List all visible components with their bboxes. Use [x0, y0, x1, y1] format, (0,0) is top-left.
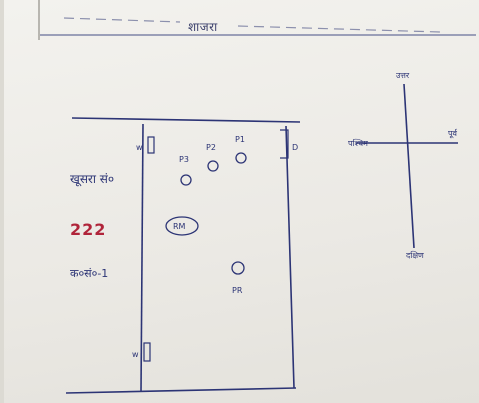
point-p2-circle — [207, 160, 219, 172]
compass-south-label: दक्षिण — [406, 250, 424, 260]
rm-ellipse — [165, 216, 199, 236]
bottom-boundary-line — [65, 387, 297, 394]
door-marker — [280, 129, 289, 159]
point-p2-label: P2 — [206, 143, 216, 152]
compass-east-label: पूर्व — [448, 128, 458, 139]
window-bottom-label: w — [132, 350, 139, 359]
point-p1-label: P1 — [235, 135, 245, 144]
plot-number-value: 222 — [70, 220, 107, 239]
pr-label: PR — [232, 286, 243, 295]
header-dashes — [63, 17, 441, 33]
window-bottom-marker — [143, 342, 151, 362]
point-p1-circle — [235, 152, 247, 164]
header-band — [40, 10, 476, 36]
rm-label: RM — [173, 222, 186, 231]
plot-number-label: खूसरा सं० — [70, 172, 115, 186]
pr-circle — [231, 261, 245, 275]
paper-fold-line — [38, 0, 40, 40]
survey-number-label: क०सं०-1 — [70, 267, 109, 280]
door-label: D — [292, 143, 298, 152]
window-top-marker — [147, 136, 155, 154]
left-boundary-line — [140, 123, 144, 393]
top-boundary-line — [71, 117, 301, 123]
paper-sheet — [4, 0, 479, 403]
page-title: शाजरा — [188, 20, 218, 34]
compass-west-label: पश्चिम — [348, 138, 368, 148]
window-top-label: w — [136, 143, 143, 152]
compass-north-label: उत्तर — [396, 71, 410, 80]
compass-vertical-line — [403, 83, 415, 249]
right-boundary-line — [285, 125, 295, 389]
point-p3-circle — [180, 174, 192, 186]
point-p3-label: P3 — [179, 155, 189, 164]
